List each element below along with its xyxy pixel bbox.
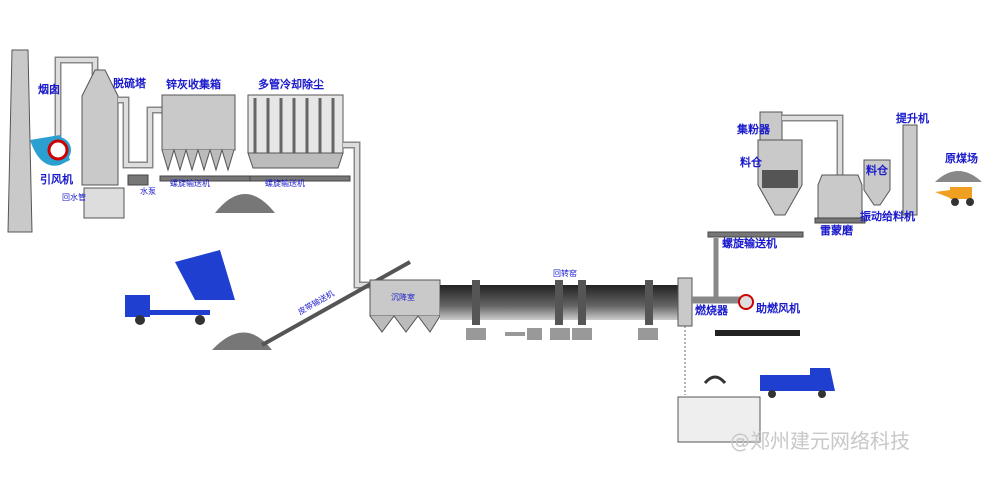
label-elevator: 提升机 [896, 111, 929, 125]
raw-material-pile [212, 332, 272, 350]
label-screw-conveyor-3: 螺旋输送机 [722, 236, 777, 250]
label-vibrating-feeder: 振动给料机 [860, 209, 915, 223]
label-silo-1: 料仓 [740, 155, 763, 169]
slag-pit [677, 396, 761, 443]
label-rotary-kiln: 回转窑 [553, 268, 577, 278]
loader-icon [935, 187, 974, 206]
label-burner: 燃烧器 [694, 303, 729, 317]
transport-truck-icon [760, 368, 835, 398]
induced-fan-icon [30, 135, 71, 166]
small-silo [863, 159, 891, 206]
label-belt-conveyor: 皮带输送机 [296, 288, 336, 317]
raymond-mill [814, 174, 866, 224]
desulfurization-tower [81, 69, 119, 186]
coal-silo [757, 111, 803, 216]
label-multi-tube-cooler: 多管冷却除尘 [258, 77, 324, 91]
label-silo-2: 料仓 [866, 163, 889, 177]
dump-truck-icon [125, 250, 235, 325]
burner-housing [677, 277, 693, 327]
label-raw-coal-yard: 原煤场 [945, 151, 978, 165]
label-powder-collector: 集粉器 [736, 122, 771, 136]
ash-pile [215, 194, 275, 213]
label-combustion-fan: 助燃风机 [756, 301, 800, 315]
coal-pile [935, 171, 982, 182]
label-water-pump: 水泵 [140, 186, 156, 196]
label-chimney: 烟囱 [38, 82, 60, 96]
chimney [7, 49, 33, 233]
combustion-fan-icon [738, 294, 754, 310]
water-tank [83, 187, 125, 219]
label-zinc-ash-box: 锌灰收集箱 [166, 77, 221, 91]
label-desulfurization-tower: 脱硫塔 [113, 76, 147, 90]
water-pump [127, 174, 149, 186]
multi-tube-cooler [247, 94, 344, 169]
label-return-pipe: 回水管 [62, 192, 86, 202]
label-induced-fan: 引风机 [40, 172, 73, 186]
label-raymond-mill: 雷蒙磨 [820, 223, 854, 237]
label-screw-conveyor-2: 螺旋输送机 [265, 178, 305, 188]
label-settling-chamber: 沉降室 [391, 292, 415, 302]
screw-conveyor-2 [249, 175, 351, 182]
crane-rail [715, 330, 800, 336]
settling-chamber [369, 279, 441, 333]
grab-bucket-icon [703, 375, 727, 385]
watermark: @郑州建元网络科技 [730, 429, 910, 453]
belt-conveyor [261, 260, 411, 347]
label-screw-conveyor-1: 螺旋输送机 [170, 178, 210, 188]
bucket-elevator [902, 124, 918, 216]
zinc-ash-collection-box [161, 94, 236, 172]
screw-conveyor-3 [707, 231, 804, 238]
